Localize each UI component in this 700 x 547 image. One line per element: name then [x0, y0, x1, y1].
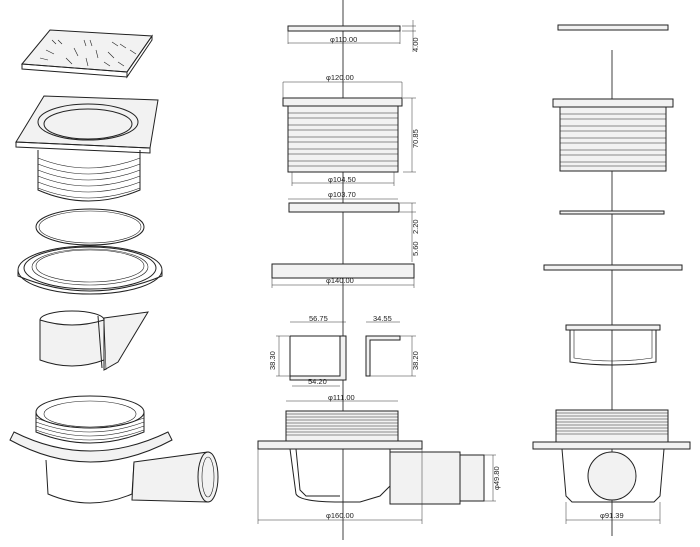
dim-body-top: φ111.00: [328, 393, 355, 402]
front-dimension-view: φ110.00 4.00 φ120.00 φ104.50: [257, 0, 501, 540]
dim-flange-dia: φ140.00: [326, 276, 354, 285]
section-trap: [565, 324, 661, 366]
front-trap-section: 56.75 38.30 54.20 34.55 38.20: [268, 314, 420, 387]
dim-body-bottom: φ91.39: [600, 511, 624, 520]
dim-ring-gap: 5.60: [411, 241, 420, 256]
section-flange-seal: [543, 264, 683, 271]
dim-frame-top: φ120.00: [326, 73, 354, 82]
front-drain-body: φ111.00 φ49.80 φ160.00: [257, 393, 501, 524]
dim-grate-h: 4.00: [411, 37, 420, 52]
isometric-exploded-view: [9, 29, 219, 504]
dim-trap-w: 56.75: [309, 314, 328, 323]
dim-trap-bottom: 54.20: [308, 377, 327, 386]
front-ring: φ103.70 5.60 2.20: [288, 190, 420, 262]
section-ring: [559, 210, 665, 215]
dim-outlet-dia: φ49.80: [492, 466, 501, 490]
iso-trap-insert: [39, 310, 149, 371]
section-profile-view: φ91.39: [532, 24, 691, 536]
dim-frame-bottom: φ104.50: [328, 175, 356, 184]
iso-grate: [21, 29, 153, 79]
dim-frame-h: 70.85: [411, 129, 420, 148]
dim-trap-h: 38.30: [268, 351, 277, 370]
dim-flap-h: 38.20: [411, 351, 420, 370]
iso-drain-body: [9, 395, 219, 504]
dim-ring-gap2: 2.20: [411, 219, 420, 234]
section-grate: [557, 24, 669, 31]
dim-ring-dia: φ103.70: [328, 190, 356, 199]
iso-oring: [35, 208, 145, 246]
dim-body-flange: φ160.00: [326, 511, 354, 520]
front-grate: φ110.00 4.00: [287, 20, 420, 52]
section-drain-body: φ91.39: [532, 409, 691, 524]
dim-grate-dia: φ110.00: [330, 35, 357, 44]
dim-flap-w: 34.55: [373, 314, 392, 323]
iso-frame: [15, 95, 159, 202]
iso-seal-ring: [17, 245, 163, 295]
section-frame: [552, 98, 674, 172]
front-flange-seal: φ140.00: [271, 263, 415, 288]
front-frame: φ120.00 φ104.50 70.85: [282, 73, 420, 186]
